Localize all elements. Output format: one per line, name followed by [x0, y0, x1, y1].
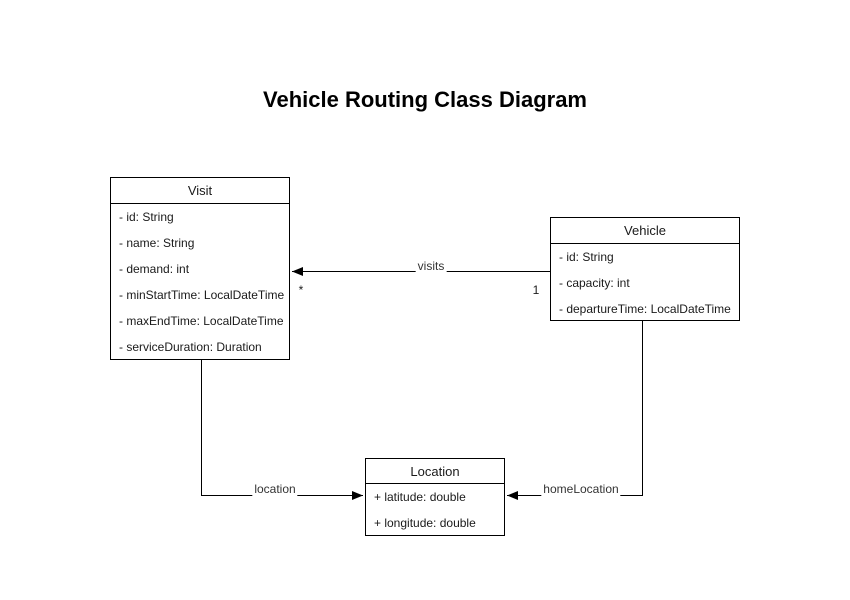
class-node-location[interactable]: Location + latitude: double + longitude:…: [365, 458, 505, 536]
attribute-row: - id: String: [119, 210, 174, 224]
homelocation-edge-arrow[interactable]: [507, 321, 643, 500]
attribute-row: - demand: int: [119, 262, 190, 276]
attribute-row: - id: String: [559, 250, 614, 264]
attribute-row: + longitude: double: [374, 516, 476, 530]
visits-target-multiplicity: *: [298, 283, 304, 297]
class-name-location: Location: [366, 459, 504, 484]
class-node-vehicle[interactable]: Vehicle - id: String - capacity: int - d…: [550, 217, 740, 321]
location-edge-arrow[interactable]: [201, 360, 364, 500]
homelocation-edge-label: homeLocation: [541, 482, 621, 496]
diagram-title: Vehicle Routing Class Diagram: [263, 87, 587, 112]
attribute-row: - name: String: [119, 236, 195, 250]
visits-edge-label: visits: [415, 259, 447, 273]
attribute-row: - maxEndTime: LocalDateTime: [119, 314, 284, 328]
class-node-visit[interactable]: Visit - id: String - name: String - dema…: [110, 177, 290, 360]
location-edge-label: location: [252, 482, 298, 496]
class-name-vehicle: Vehicle: [551, 218, 739, 244]
attribute-row: - minStartTime: LocalDateTime: [119, 288, 285, 302]
attribute-row: + latitude: double: [374, 490, 466, 504]
class-name-visit: Visit: [111, 178, 289, 204]
attribute-row: - serviceDuration: Duration: [119, 340, 262, 354]
attribute-row: - capacity: int: [559, 276, 630, 290]
visits-source-multiplicity: 1: [532, 283, 540, 297]
attribute-row: - departureTime: LocalDateTime: [559, 302, 731, 316]
